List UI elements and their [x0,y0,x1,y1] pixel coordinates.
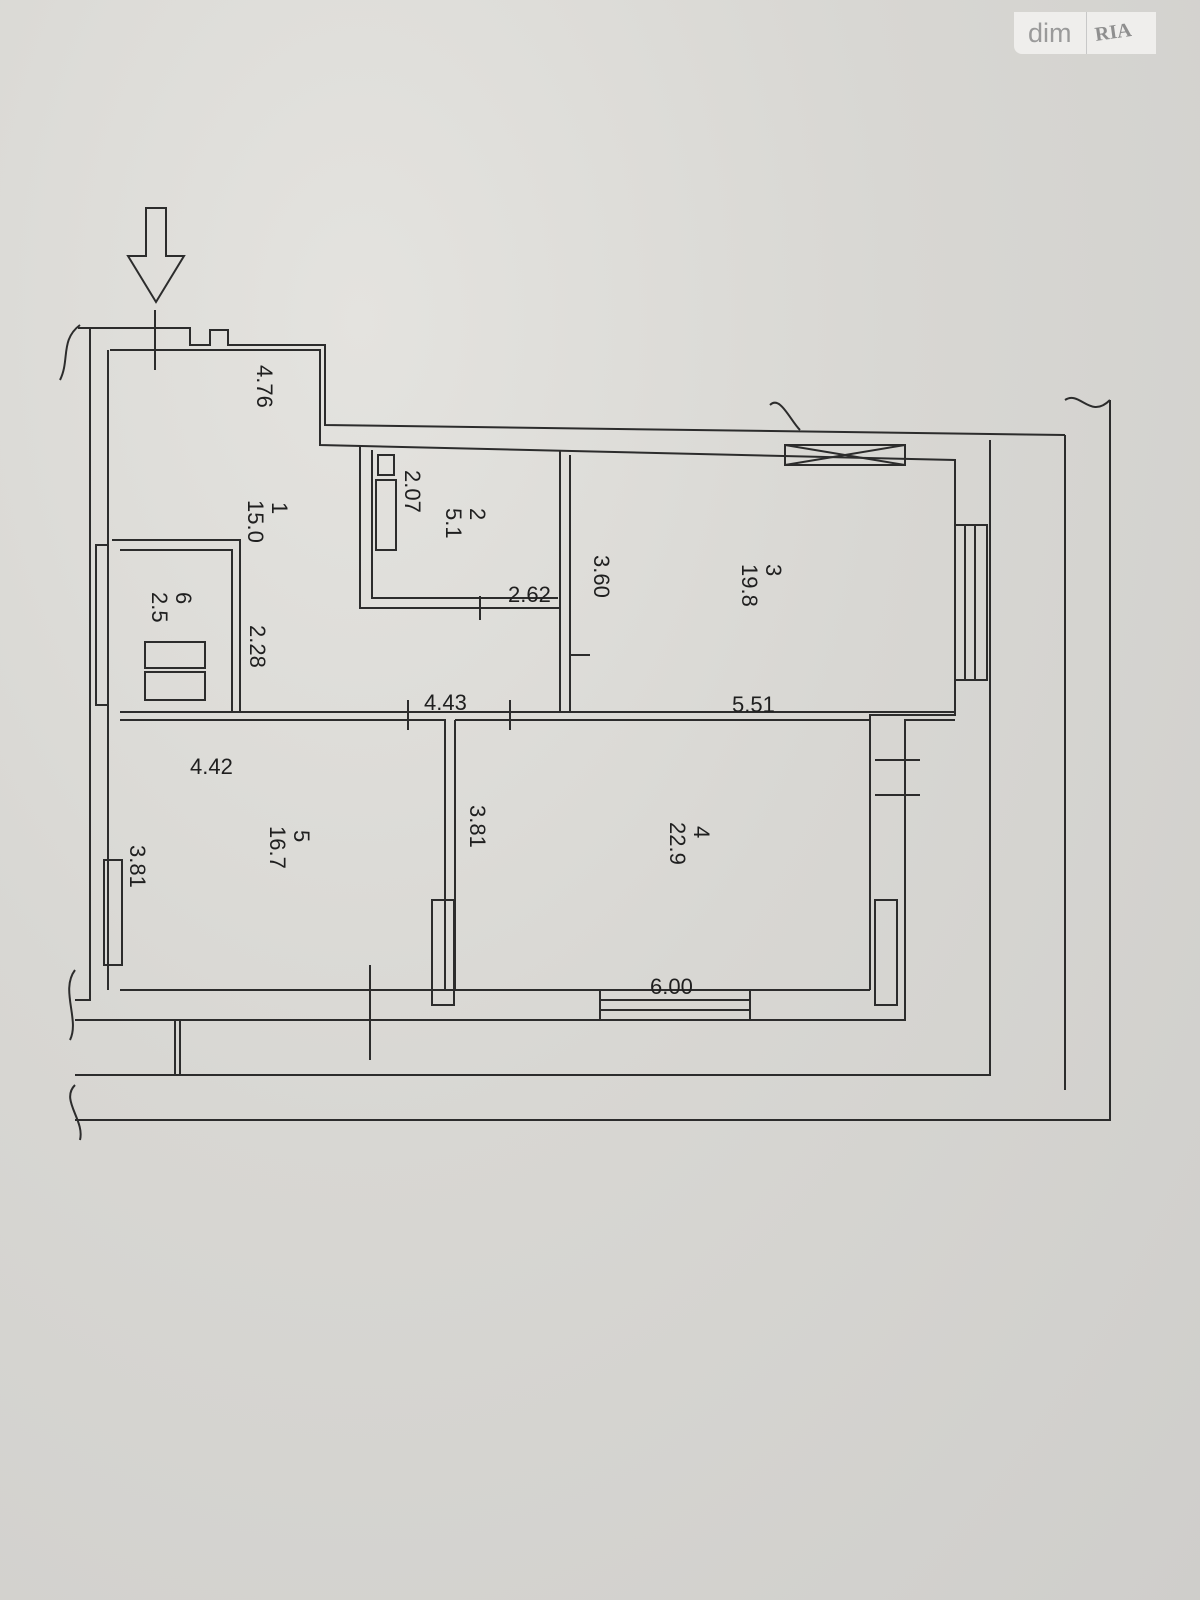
dim-room2-length: 2.62 [508,582,551,607]
room-5-area: 16.7 [265,826,290,869]
room-1-area: 15.0 [243,500,268,543]
dim-room6-width: 2.28 [245,625,270,668]
dim-room4-width: 3.81 [465,805,490,848]
dim-room4-length: 6.00 [650,974,693,999]
room-2-number: 2 [465,508,490,520]
room-6-number: 6 [171,592,196,604]
logo-dim-text: dim [1014,12,1087,54]
dim-room5-length: 4.42 [190,754,233,779]
dim-room2-width: 2.07 [400,470,425,513]
room-5-number: 5 [289,830,314,842]
dim-room5-width: 3.81 [125,845,150,888]
room-1-number: 1 [267,502,292,514]
dim-room1-length: 4.76 [252,365,277,408]
room-3-area: 19.8 [737,564,762,607]
dim-corridor-length: 4.43 [424,690,467,715]
walls [59,310,1111,1141]
room-6-area: 2.5 [147,592,172,623]
room-3-number: 3 [761,564,786,576]
room-4-number: 4 [689,826,714,838]
entrance-arrow-icon [126,207,186,304]
dimria-logo: dim RIA [1014,12,1156,54]
dim-room3-length: 5.51 [732,692,775,717]
room-2-area: 5.1 [441,508,466,539]
dim-room3-width: 3.60 [589,555,614,598]
room-4-area: 22.9 [665,822,690,865]
